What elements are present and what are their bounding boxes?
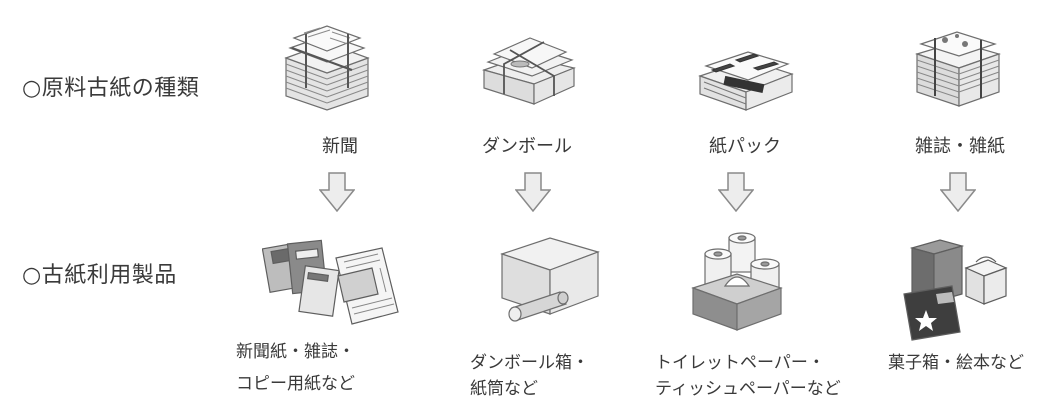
magazine-bundle-icon <box>915 31 1001 107</box>
product-label-line2: ティッシュペーパーなど <box>655 379 841 399</box>
box-and-tube-icon <box>500 237 600 322</box>
raw-material-label: ダンボール <box>482 136 572 157</box>
down-arrow-icon <box>515 172 551 212</box>
cardboard-bundle-icon <box>482 37 576 105</box>
products-heading: ○古紙利用製品 <box>22 263 177 288</box>
product-label-line1: トイレットペーパー・ <box>655 353 825 373</box>
snack-box-picturebook-icon <box>903 239 1008 341</box>
raw-material-label: 新聞 <box>322 136 358 157</box>
raw-material-label: 雑誌・雑紙 <box>915 136 1005 157</box>
milk-carton-bundle-icon <box>698 51 794 111</box>
toilet-paper-tissue-icon <box>691 232 783 331</box>
newspaper-bundle-icon <box>284 25 370 111</box>
raw-material-label: 紙パック <box>709 136 781 157</box>
down-arrow-icon <box>940 172 976 212</box>
down-arrow-icon <box>718 172 754 212</box>
product-label-line1: 菓子箱・絵本など <box>888 353 1024 373</box>
paper-products-icon <box>262 239 399 325</box>
product-label-line1: ダンボール箱・ <box>470 353 589 373</box>
product-label-line2: コピー用紙など <box>236 374 355 394</box>
raw-materials-heading: ○原料古紙の種類 <box>22 76 200 101</box>
product-label-line1: 新聞紙・雑誌・ <box>236 342 355 362</box>
down-arrow-icon <box>319 172 355 212</box>
product-label-line2: 紙筒など <box>470 379 538 399</box>
